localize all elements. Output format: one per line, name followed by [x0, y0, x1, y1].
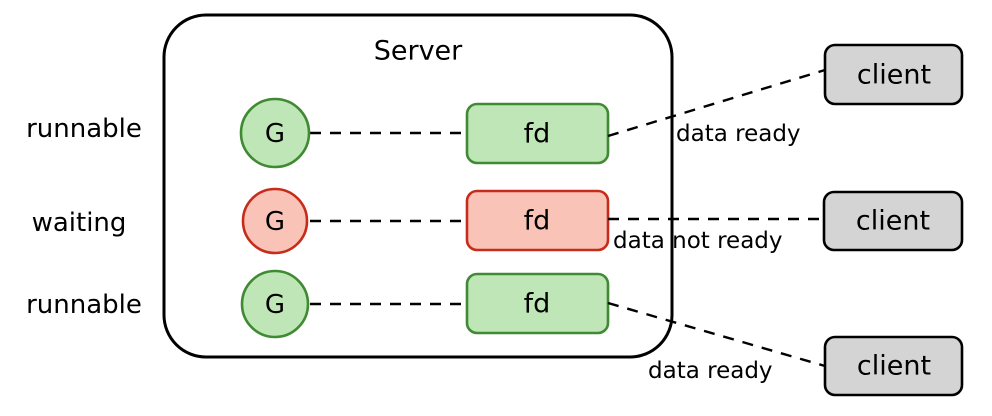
state-label-runnable-2: runnable [26, 290, 142, 320]
client-node-2[interactable] [822, 190, 964, 252]
edge-label-data-ready-1: data ready [676, 121, 801, 147]
state-label-runnable-1: runnable [26, 114, 142, 144]
goroutine-node-1[interactable] [239, 97, 311, 169]
server-container [162, 13, 674, 359]
goroutine-node-2[interactable] [241, 187, 309, 255]
edge-label-data-ready-2: data ready [648, 358, 773, 384]
goroutine-label-3: G [265, 290, 285, 320]
fd-label-1: fd [524, 119, 551, 150]
link-fd-to-client-3 [607, 301, 826, 368]
fd-label-3: fd [524, 289, 551, 320]
client-node-3[interactable] [823, 335, 964, 397]
fd-node-1[interactable] [465, 102, 610, 165]
client-label-3: client [857, 351, 931, 382]
server-title: Server [374, 36, 463, 67]
edge-label-data-not-ready: data not ready [613, 228, 783, 254]
goroutine-label-1: G [265, 119, 285, 149]
state-label-waiting: waiting [32, 208, 127, 238]
client-label-1: client [857, 60, 931, 91]
fd-label-2: fd [524, 206, 551, 237]
goroutine-node-3[interactable] [240, 269, 310, 339]
client-label-2: client [856, 206, 930, 237]
goroutine-label-2: G [265, 207, 285, 237]
fd-node-2[interactable] [465, 189, 610, 252]
client-node-1[interactable] [823, 43, 964, 106]
link-fd-to-client-1 [607, 68, 826, 138]
